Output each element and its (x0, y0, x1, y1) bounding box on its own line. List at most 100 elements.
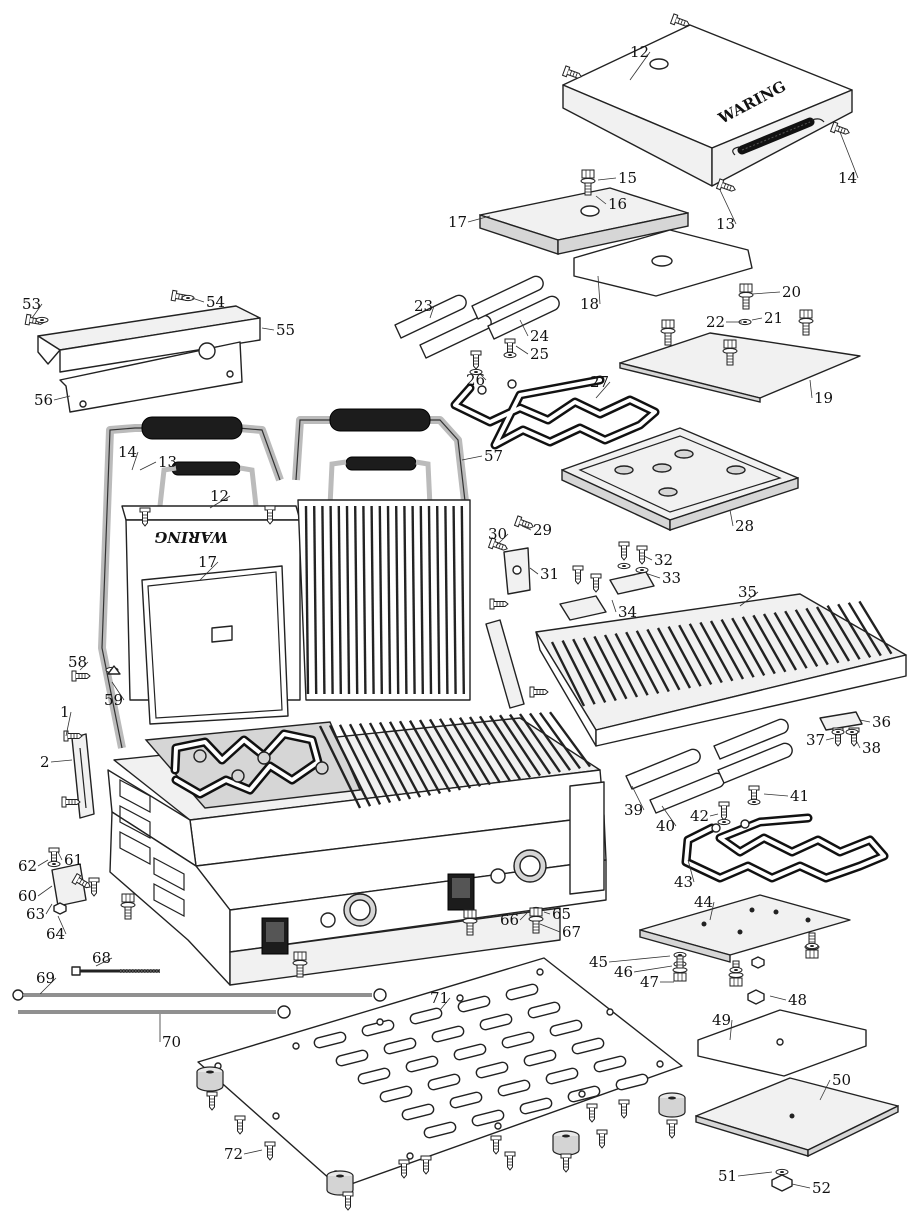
callout-leader-2 (50, 759, 73, 763)
callout-leader-52 (791, 1183, 811, 1189)
callout-label-19: 19 (814, 389, 833, 407)
callout-label-66: 66 (500, 911, 519, 929)
callout-label-12: 12 (210, 487, 229, 505)
right-handle-grip (329, 408, 431, 432)
right-upper-platen (297, 499, 471, 701)
insulation-tubes-lower (625, 718, 793, 814)
callout-label-40: 40 (656, 817, 675, 835)
callout-leader-51 (737, 1171, 773, 1177)
left-handle-grip (141, 416, 243, 440)
callout-label-14: 14 (838, 169, 857, 187)
callout-label-65: 65 (552, 905, 571, 923)
callout-label-2: 2 (40, 753, 50, 771)
callout-label-69: 69 (36, 969, 55, 987)
callout-leader-60 (37, 885, 53, 897)
callout-label-63: 63 (26, 905, 45, 923)
callout-leader-48 (769, 995, 787, 1001)
nut-48 (747, 989, 765, 1005)
callout-label-32: 32 (654, 551, 673, 569)
callout-leader-12 (629, 51, 651, 81)
callout-leader-42 (709, 813, 719, 817)
callout-label-22: 22 (706, 313, 725, 331)
callout-label-53: 53 (22, 295, 41, 313)
callout-label-29: 29 (533, 521, 552, 539)
callout-leader-35 (739, 591, 759, 607)
callout-label-28: 28 (735, 517, 754, 535)
callout-leader-59 (111, 681, 125, 701)
callout-leader-21 (751, 317, 763, 321)
lower-left-heating-element (170, 729, 329, 799)
callout-leader-45 (608, 955, 671, 963)
callout-label-33: 33 (662, 569, 681, 587)
callout-label-72: 72 (224, 1145, 243, 1163)
callout-leader-28 (729, 509, 734, 527)
callout-label-44: 44 (694, 893, 713, 911)
callout-leader-16 (595, 195, 607, 205)
callout-leader-13 (719, 189, 737, 225)
callout-label-13: 13 (716, 215, 735, 233)
callout-leader-55 (261, 327, 275, 331)
nut-52 (771, 1174, 793, 1192)
callout-label-27: 27 (590, 373, 609, 391)
callout-leader-27 (595, 381, 611, 399)
callout-leader-36 (859, 719, 871, 723)
upper-cover-part: WARING (562, 24, 853, 187)
callout-label-38: 38 (862, 739, 881, 757)
callout-leader-29 (521, 525, 532, 531)
callout-label-39: 39 (624, 801, 643, 819)
callout-leader-72 (243, 1149, 263, 1155)
callout-label-15: 15 (618, 169, 637, 187)
callout-leader-66 (519, 911, 529, 921)
callout-leader-20 (751, 291, 781, 295)
callout-label-59: 59 (104, 691, 123, 709)
callout-leader-54 (191, 297, 205, 303)
callout-leader-33 (647, 573, 661, 579)
callout-leader-41 (763, 793, 789, 797)
callout-leader-13 (139, 461, 157, 471)
callout-label-68: 68 (92, 949, 111, 967)
callout-label-16: 16 (608, 195, 627, 213)
callout-label-52: 52 (812, 1179, 831, 1197)
callout-label-35: 35 (738, 583, 757, 601)
callout-label-36: 36 (872, 713, 891, 731)
callout-label-57: 57 (484, 447, 503, 465)
callout-leader-71 (439, 997, 451, 1011)
callout-leader-53 (31, 303, 43, 319)
platen-brand-mark: WARING (154, 528, 228, 546)
callout-label-47: 47 (640, 973, 659, 991)
left-upper-platen: WARING (121, 505, 301, 725)
callout-leader-17 (467, 215, 491, 223)
callout-label-51: 51 (718, 1167, 737, 1185)
callout-leader-32 (643, 555, 653, 561)
callout-leader-44 (709, 901, 715, 921)
callout-leader-56 (53, 395, 71, 401)
callout-leader-26 (479, 373, 487, 381)
rear-bracket-part (37, 305, 261, 413)
callout-leader-46 (633, 965, 673, 973)
callout-leader-67 (539, 923, 561, 933)
callout-leader-38 (855, 739, 861, 749)
callout-leader-14 (839, 131, 859, 179)
callout-label-13: 13 (158, 453, 177, 471)
callout-leader-62 (37, 859, 49, 867)
callout-leader-57 (461, 455, 483, 461)
callout-leader-69 (39, 977, 57, 995)
callout-label-45: 45 (589, 953, 608, 971)
callout-label-48: 48 (788, 991, 807, 1009)
callout-leader-63 (45, 903, 53, 915)
callout-leader-14 (131, 451, 139, 471)
callout-leader-68 (95, 957, 113, 967)
callout-label-34: 34 (618, 603, 637, 621)
callout-label-37: 37 (806, 731, 825, 749)
callout-leader-17 (199, 561, 219, 581)
callout-label-61: 61 (64, 851, 83, 869)
callout-leader-1 (65, 711, 72, 737)
callout-label-58: 58 (68, 653, 87, 671)
callout-label-1: 1 (60, 703, 70, 721)
callout-label-41: 41 (790, 787, 809, 805)
callout-label-42: 42 (690, 807, 709, 825)
callout-leader-24 (519, 319, 529, 337)
callout-leader-31 (529, 567, 539, 575)
callout-label-21: 21 (764, 309, 783, 327)
